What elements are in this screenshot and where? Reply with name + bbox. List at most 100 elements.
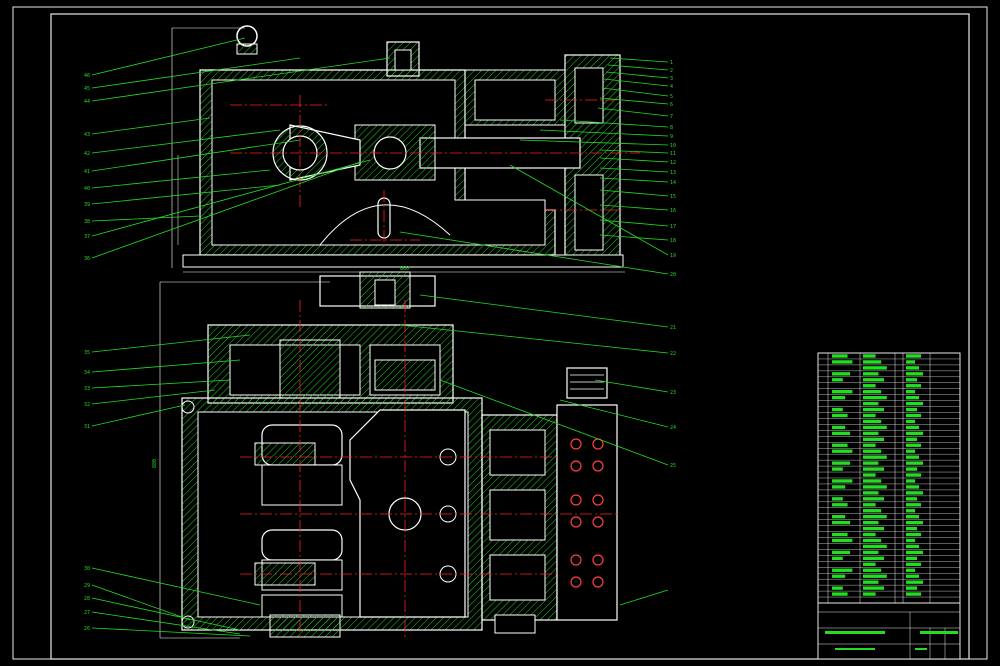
callout: 39: [84, 202, 90, 208]
parts-entry-mark: [906, 455, 919, 459]
parts-entry-mark: [906, 360, 915, 364]
parts-entry-mark: [863, 526, 884, 531]
parts-entry-mark: [832, 503, 848, 507]
parts-entry-mark: [832, 485, 846, 489]
parts-entry-mark: [863, 556, 884, 561]
bottom-plan-view: [181, 271, 620, 640]
callout: 4: [670, 84, 673, 90]
parts-entry-mark: [906, 562, 921, 566]
parts-entry-mark: [832, 413, 848, 418]
parts-entry-mark: [863, 354, 876, 358]
parts-entry-mark: [906, 354, 921, 358]
parts-entry-mark: [863, 580, 879, 584]
parts-entry-mark: [863, 372, 879, 376]
callout: 32: [84, 402, 90, 408]
parts-entry-mark: [906, 407, 917, 412]
callout: 12: [670, 160, 676, 166]
callout: 41: [84, 169, 90, 175]
callout: 40: [84, 186, 90, 192]
parts-entry-mark: [863, 437, 884, 441]
callout: 33: [84, 386, 90, 392]
parts-entry-mark: [863, 461, 879, 465]
parts-entry-mark: [863, 467, 884, 471]
parts-entry-mark: [832, 497, 843, 501]
callout: 34: [84, 370, 90, 376]
top-dimension-text: 800: [400, 266, 409, 272]
parts-entry-mark: [906, 544, 919, 549]
inner-frame: [50, 13, 970, 660]
parts-entry-mark: [906, 372, 923, 376]
parts-entry-mark: [832, 515, 846, 519]
parts-entry-mark: [832, 574, 846, 578]
parts-entry-mark: [832, 592, 848, 596]
parts-entry-mark: [863, 419, 882, 424]
parts-entry-mark: [832, 461, 850, 465]
parts-entry-mark: [863, 544, 887, 549]
parts-entry-mark: [906, 425, 919, 430]
parts-entry-mark: [906, 461, 923, 465]
callout: 31: [84, 424, 90, 430]
callout: 11: [670, 151, 676, 157]
parts-entry-mark: [863, 473, 876, 477]
parts-entry-mark: [906, 485, 919, 489]
parts-entry-mark: [863, 520, 879, 525]
callout: 37: [84, 234, 90, 240]
parts-entry-mark: [832, 550, 850, 555]
parts-entry-mark: [906, 538, 915, 543]
callout: 18: [670, 238, 676, 244]
parts-entry-mark: [863, 479, 882, 483]
parts-entry-mark: [832, 378, 843, 382]
parts-entry-mark: [863, 360, 882, 364]
parts-entry-mark: [906, 497, 917, 501]
callout: 38: [84, 219, 90, 225]
bottom-view-dimensions: 880: [152, 281, 330, 639]
parts-entry-mark: [906, 473, 921, 477]
parts-entry-mark: [906, 526, 917, 531]
parts-entry-mark: [863, 562, 876, 566]
parts-entry-mark: [906, 509, 915, 513]
callout: 20: [670, 272, 676, 278]
parts-entry-mark: [832, 372, 850, 376]
parts-entry-mark: [906, 586, 917, 590]
callout: 1: [670, 60, 673, 66]
callout: 35: [84, 350, 90, 356]
parts-entry-mark: [832, 449, 853, 453]
parts-entry-mark: [832, 556, 843, 561]
parts-entry-mark: [863, 413, 876, 418]
callout: 45: [84, 86, 90, 92]
callout: 42: [84, 151, 90, 157]
parts-entry-mark: [906, 413, 921, 418]
parts-entry-mark: [906, 449, 915, 453]
parts-entry-mark: [906, 580, 923, 584]
parts-entry-mark: [906, 568, 915, 572]
parts-entry-mark: [863, 390, 882, 394]
callout: 10: [670, 143, 676, 149]
parts-entry-mark: [906, 520, 923, 525]
parts-entry-mark: [906, 479, 915, 483]
parts-entry-mark: [906, 419, 915, 424]
parts-entry-mark: [906, 550, 923, 555]
callout: 28: [84, 596, 90, 602]
left-callouts: 46 45 44 43 42 41 40 39 38 37 36 35 34 3…: [84, 73, 90, 632]
callout: 19: [670, 253, 676, 259]
parts-entry-mark: [832, 443, 848, 447]
parts-entry-mark: [906, 437, 917, 441]
parts-entry-mark: [832, 390, 853, 394]
callout: 43: [84, 132, 90, 138]
parts-list-table: [817, 352, 961, 604]
callout: 21: [670, 325, 676, 331]
callout: 36: [84, 256, 90, 262]
parts-entry-mark: [832, 520, 850, 525]
parts-entry-mark: [906, 532, 921, 537]
callout: 29: [84, 583, 90, 589]
parts-entry-mark: [863, 586, 884, 590]
parts-entry-mark: [863, 366, 887, 370]
parts-entry-mark: [863, 485, 887, 489]
parts-entry-mark: [863, 455, 887, 459]
parts-entry-mark: [906, 395, 919, 400]
leader-lines: [91, 37, 669, 637]
title-block: [817, 602, 961, 660]
parts-entry-mark: [832, 407, 843, 412]
parts-entry-mark: [863, 378, 884, 382]
